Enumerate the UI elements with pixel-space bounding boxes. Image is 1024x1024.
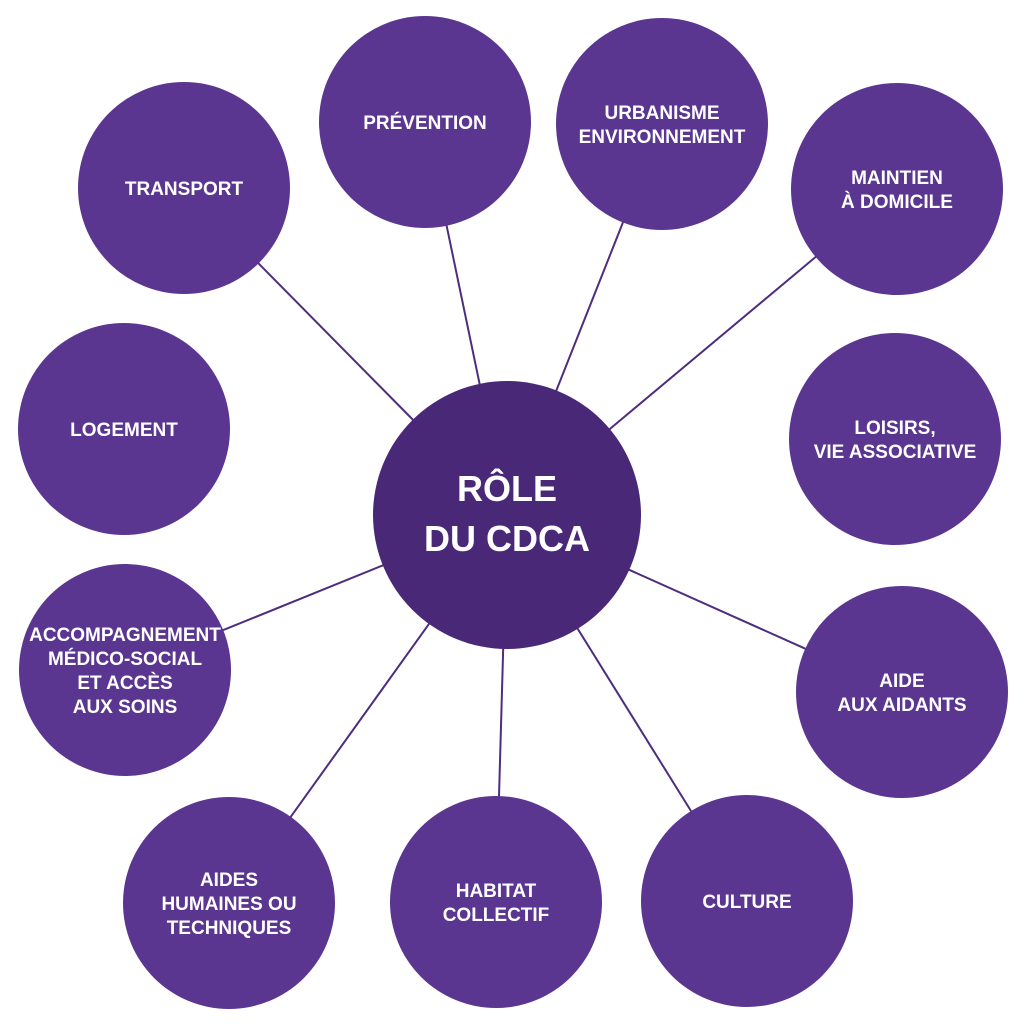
connector-aides-humaines <box>287 620 433 821</box>
node-label-habitat-line2: COLLECTIF <box>443 905 550 926</box>
node-label-accompagnement-line1: ACCOMPAGNEMENT <box>29 625 221 646</box>
center-label-line2: DU CDCA <box>424 518 590 559</box>
connector-aide-aidants <box>625 567 810 652</box>
connector-accompagnement <box>219 562 387 633</box>
node-label-aides-humaines-line1: AIDES <box>200 870 258 891</box>
center-circle <box>373 381 641 649</box>
node-circle-urbanisme <box>556 18 768 230</box>
connector-transport <box>254 259 417 424</box>
node-circle-loisirs <box>789 333 1001 545</box>
node-transport: TRANSPORT <box>78 82 290 294</box>
node-label-logement-line1: LOGEMENT <box>70 420 178 441</box>
node-aide-aidants: AIDE AUX AIDANTS <box>796 586 1008 798</box>
center-node: RÔLE DU CDCA <box>373 381 641 649</box>
node-loisirs: LOISIRS, VIE ASSOCIATIVE <box>789 333 1001 545</box>
connector-culture <box>574 624 694 815</box>
node-label-accompagnement-line4: AUX SOINS <box>73 697 178 718</box>
node-label-loisirs-line1: LOISIRS, <box>854 418 935 439</box>
node-circle-culture <box>641 795 853 1007</box>
satellite-nodes: TRANSPORT PRÉVENTION URBANISME ENVIRONNEMEN… <box>18 16 1008 1009</box>
node-label-accompagnement-line3: ET ACCÈS <box>77 672 172 694</box>
node-label-habitat-line1: HABITAT <box>456 881 537 902</box>
connector-maintien <box>606 253 820 433</box>
center-label-line1: RÔLE <box>457 467 557 509</box>
node-aides-humaines: AIDES HUMAINES OU TECHNIQUES <box>123 797 335 1009</box>
node-circle-maintien <box>791 83 1003 295</box>
node-circle-prevention <box>319 16 531 228</box>
node-habitat: HABITAT COLLECTIF <box>390 796 602 1008</box>
node-circle-accompagnement <box>19 564 231 776</box>
node-circle-logement <box>18 323 230 535</box>
node-label-maintien-line2: À DOMICILE <box>841 191 953 213</box>
node-urbanisme: URBANISME ENVIRONNEMENT <box>556 18 768 230</box>
node-label-aides-humaines-line3: TECHNIQUES <box>167 918 292 939</box>
node-label-aide-aidants-line1: AIDE <box>879 671 924 692</box>
node-label-maintien-line1: MAINTIEN <box>851 168 943 189</box>
node-label-transport-line1: TRANSPORT <box>125 179 244 200</box>
connector-prevention <box>444 221 482 388</box>
node-label-urbanisme-line1: URBANISME <box>604 103 719 124</box>
node-label-aides-humaines-line2: HUMAINES OU <box>161 894 296 915</box>
node-label-urbanisme-line2: ENVIRONNEMENT <box>579 127 746 148</box>
node-logement: LOGEMENT <box>18 323 230 535</box>
node-prevention: PRÉVENTION <box>319 16 531 228</box>
node-circle-aides-humaines <box>123 797 335 1009</box>
node-label-accompagnement-line2: MÉDICO-SOCIAL <box>48 648 203 670</box>
node-label-loisirs-line2: VIE ASSOCIATIVE <box>814 442 977 463</box>
node-circle-habitat <box>390 796 602 1008</box>
node-label-culture-line1: CULTURE <box>702 892 791 913</box>
node-label-prevention-line1: PRÉVENTION <box>363 112 487 134</box>
node-circle-transport <box>78 82 290 294</box>
connector-habitat <box>497 644 505 801</box>
connector-urbanisme <box>553 218 626 395</box>
node-label-aide-aidants-line2: AUX AIDANTS <box>837 695 966 716</box>
node-culture: CULTURE <box>641 795 853 1007</box>
node-circle-aide-aidants <box>796 586 1008 798</box>
connectors <box>219 218 820 821</box>
